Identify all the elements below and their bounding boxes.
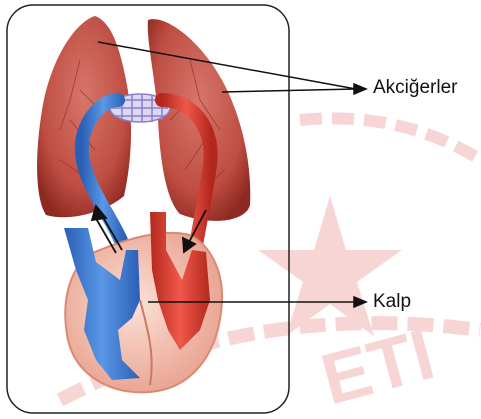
arrow-head-lungs [354,84,366,94]
label-heart: Kalp [373,291,411,313]
watermark-star [258,196,402,336]
watermark-arc-top [300,118,481,160]
watermark-text: ETİ [313,314,442,419]
label-lungs: Akciğerler [373,77,457,99]
